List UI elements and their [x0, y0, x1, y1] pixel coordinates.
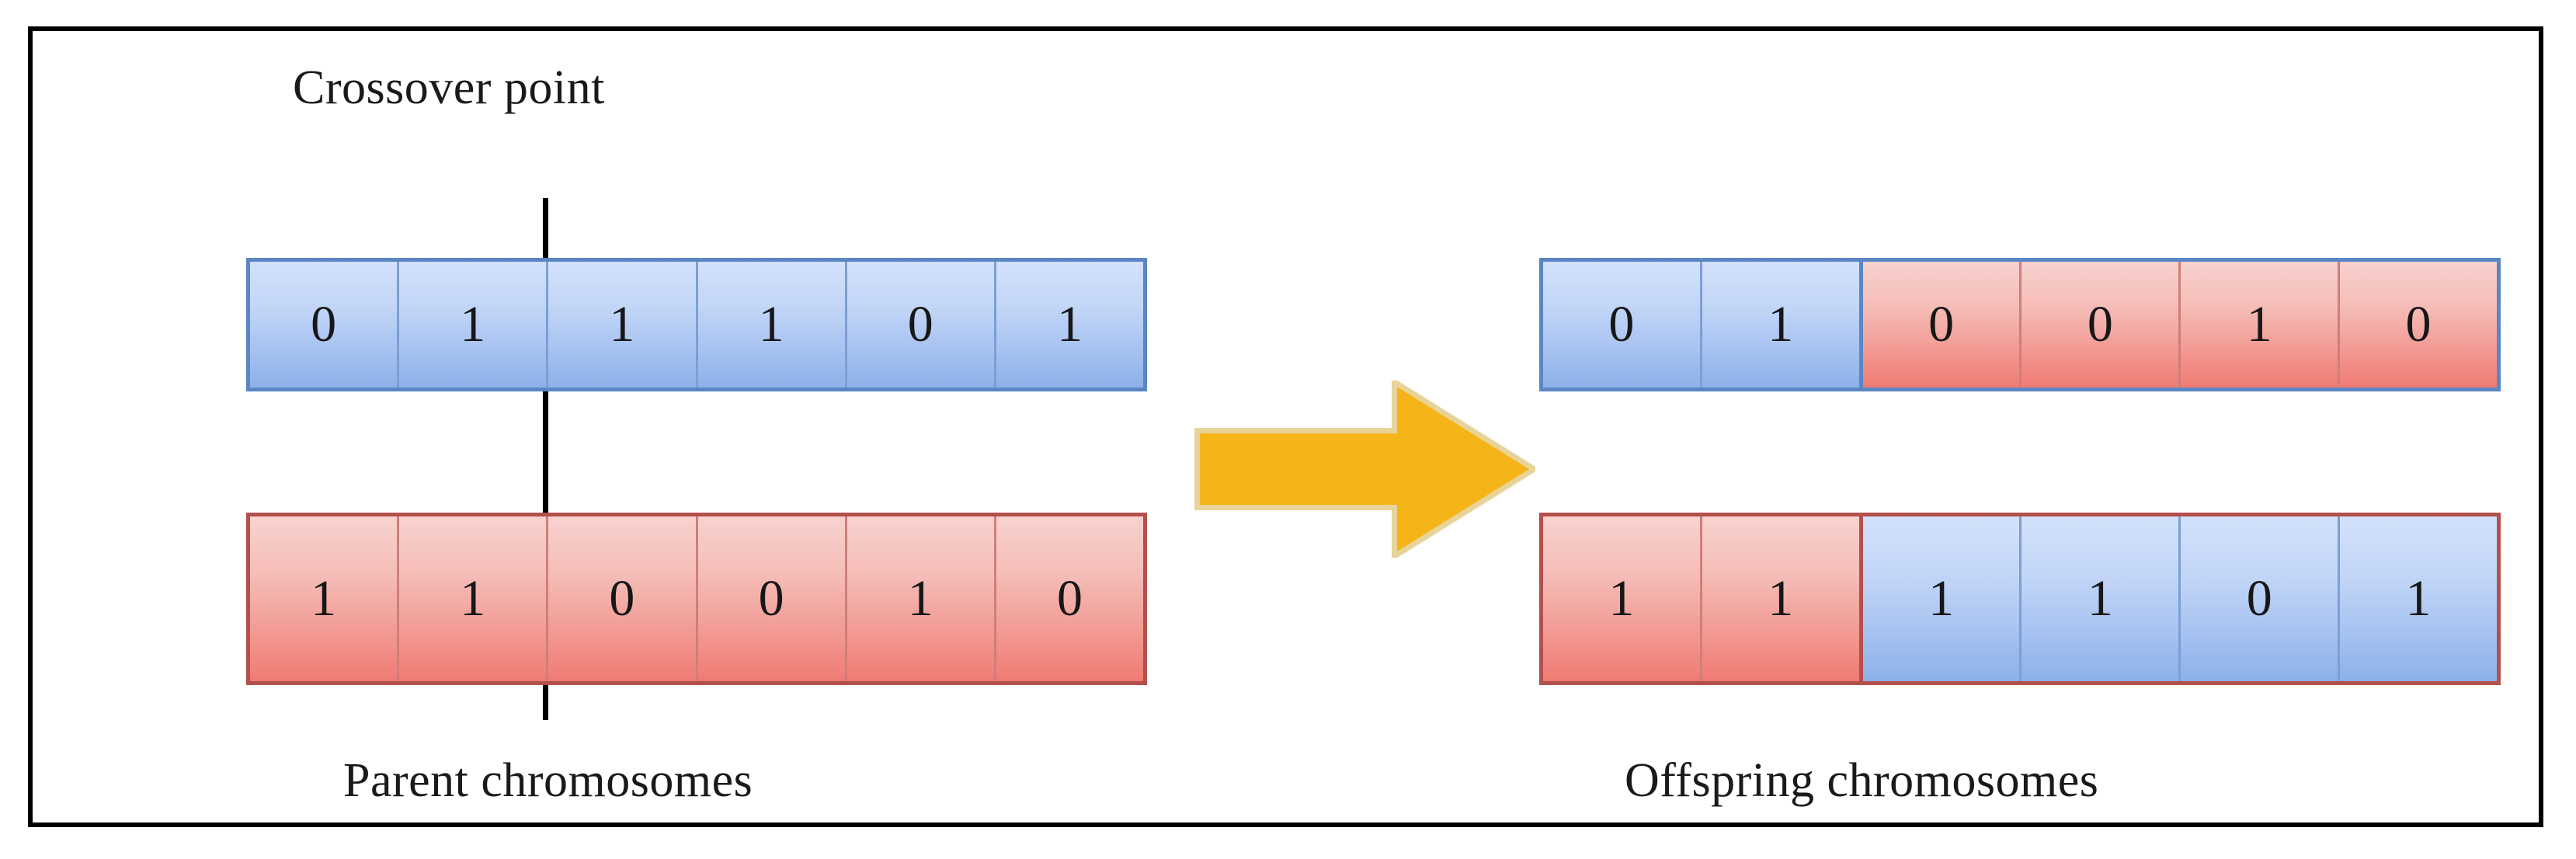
offspring-1-gene-3: 0 — [2022, 262, 2181, 388]
offspring-2-gene-4: 0 — [2181, 516, 2341, 681]
parent-2-gene-2: 0 — [548, 516, 698, 681]
offspring-1-gene-4: 1 — [2181, 262, 2341, 388]
parent-1-gene-0: 0 — [250, 262, 400, 388]
parent-2-gene-0: 1 — [250, 516, 400, 681]
offspring-2-gene-1: 1 — [1702, 516, 1863, 681]
parent-1-gene-4: 0 — [846, 262, 996, 388]
offspring-caption: Offspring chromosomes — [1625, 754, 2099, 807]
parent-1-gene-1: 1 — [399, 262, 549, 388]
offspring-2-gene-5: 1 — [2340, 516, 2497, 681]
offspring-2-gene-0: 1 — [1543, 516, 1702, 681]
parent-2-gene-1: 1 — [399, 516, 549, 681]
parent-2-gene-3: 0 — [697, 516, 847, 681]
parent-1-gene-3: 1 — [697, 262, 847, 388]
offspring-1-gene-1: 1 — [1702, 262, 1863, 388]
offspring-2-gene-3: 1 — [2022, 516, 2181, 681]
offspring-1-gene-2: 0 — [1862, 262, 2022, 388]
offspring-1-gene-0: 0 — [1543, 262, 1702, 388]
right-arrow-icon — [1194, 381, 1535, 558]
parent-1-gene-5: 1 — [996, 262, 1144, 388]
parent-1-gene-2: 1 — [548, 262, 698, 388]
crossover-point-label: Crossover point — [293, 61, 605, 114]
parent-2-gene-4: 1 — [846, 516, 996, 681]
offspring-2-gene-2: 1 — [1862, 516, 2022, 681]
crossover-point-line — [543, 198, 548, 720]
parents-caption: Parent chromosomes — [343, 754, 753, 807]
offspring-1-gene-5: 0 — [2340, 262, 2497, 388]
parent-2-gene-5: 0 — [996, 516, 1144, 681]
